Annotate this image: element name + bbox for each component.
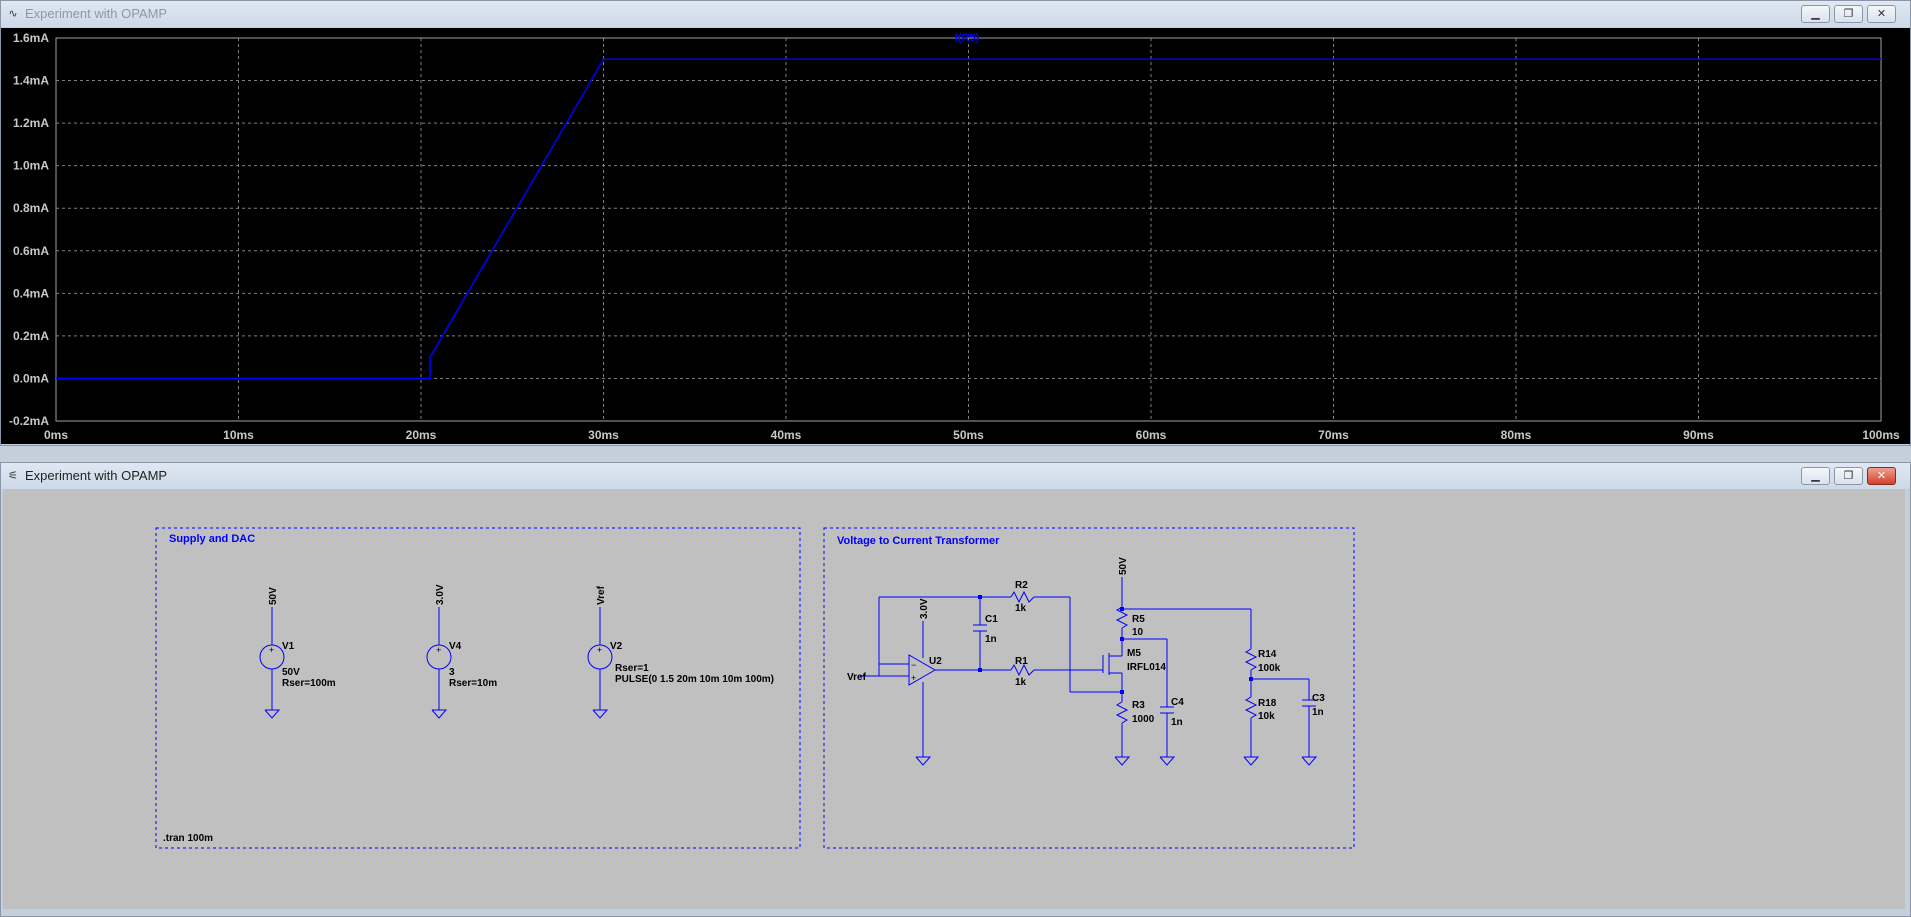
- tran-directive[interactable]: .tran 100m: [163, 833, 213, 844]
- svg-text:+: +: [597, 645, 602, 655]
- y-tick-label: 0.4mA: [13, 286, 49, 300]
- trace-i-r5: [56, 58, 1881, 380]
- svg-text:+: +: [269, 645, 274, 655]
- x-tick-label: 80ms: [1501, 428, 1532, 442]
- v4-param[interactable]: Rser=10m: [449, 678, 497, 689]
- x-tick-label: 90ms: [1683, 428, 1714, 442]
- minimize-icon: ▁: [1811, 469, 1820, 482]
- schematic-window-titlebar[interactable]: ⚟ Experiment with OPAMP ▁ ❐ ✕: [1, 463, 1910, 489]
- c1-value[interactable]: 1n: [985, 634, 997, 645]
- schematic-drawing: Supply and DAC .tran 100m Voltage to Cur…: [155, 527, 1355, 849]
- x-tick-label: 40ms: [771, 428, 802, 442]
- plot-window-titlebar[interactable]: ∿ Experiment with OPAMP ▁ ❐ ✕: [1, 1, 1910, 27]
- v4-net-label[interactable]: 3.0V: [435, 584, 446, 605]
- r5-name[interactable]: R5: [1132, 614, 1145, 625]
- m5-value[interactable]: IRFL014: [1127, 662, 1166, 673]
- r1-value[interactable]: 1k: [1015, 677, 1027, 688]
- v1-value[interactable]: 50V: [282, 667, 300, 678]
- r2-value[interactable]: 1k: [1015, 603, 1027, 614]
- x-tick-label: 100ms: [1862, 428, 1900, 442]
- c4-value[interactable]: 1n: [1171, 717, 1183, 728]
- m5-name[interactable]: M5: [1127, 648, 1141, 659]
- y-tick-label: 0.2mA: [13, 329, 49, 343]
- v1-net-label[interactable]: 50V: [268, 587, 279, 605]
- svg-text:−: −: [911, 660, 916, 670]
- r14-value[interactable]: 100k: [1258, 663, 1281, 674]
- waveform-icon: ∿: [8, 7, 18, 20]
- x-tick-label: 10ms: [223, 428, 254, 442]
- y-tick-label: 0.8mA: [13, 201, 49, 215]
- minimize-button[interactable]: ▁: [1801, 467, 1830, 485]
- r3-value[interactable]: 1000: [1132, 714, 1155, 725]
- r18-name[interactable]: R18: [1258, 698, 1277, 709]
- v1-name[interactable]: V1: [282, 641, 295, 652]
- v2-value[interactable]: Rser=1: [615, 663, 649, 674]
- waveform-plot[interactable]: 0ms 10ms 20ms 30ms 40ms 50ms 60ms 70ms 80ms 90ms 1…: [1, 28, 1910, 444]
- maximize-icon: ❐: [1843, 7, 1854, 20]
- close-icon: ✕: [1876, 7, 1887, 20]
- svg-text:+: +: [436, 645, 441, 655]
- y-tick-label: -0.2mA: [9, 414, 49, 428]
- svg-text:+: +: [911, 673, 916, 683]
- c3-name[interactable]: C3: [1312, 693, 1325, 704]
- minimize-icon: ▁: [1811, 7, 1820, 20]
- v4-value[interactable]: 3: [449, 667, 455, 678]
- schematic-canvas[interactable]: Supply and DAC .tran 100m Voltage to Cur…: [3, 489, 1905, 909]
- trace-label[interactable]: I(R5): [955, 32, 980, 44]
- x-tick-label: 60ms: [1136, 428, 1167, 442]
- x-tick-label: 70ms: [1318, 428, 1349, 442]
- close-button[interactable]: ✕: [1867, 467, 1896, 485]
- plot-window-title: Experiment with OPAMP: [25, 6, 168, 21]
- plot-window: ∿ Experiment with OPAMP ▁ ❐ ✕ 0ms 10ms 20m…: [0, 0, 1911, 446]
- y-tick-label: 1.4mA: [13, 74, 49, 88]
- r3-name[interactable]: R3: [1132, 700, 1145, 711]
- waveform-chart: 0ms 10ms 20ms 30ms 40ms 50ms 60ms 70ms 80ms 90ms 1…: [9, 31, 1900, 442]
- y-tick-label: 0.6mA: [13, 244, 49, 258]
- x-tick-label: 0ms: [44, 428, 68, 442]
- maximize-button[interactable]: ❐: [1834, 5, 1863, 23]
- v2-net-label[interactable]: Vref: [596, 585, 607, 605]
- u2-name[interactable]: U2: [929, 656, 942, 667]
- r2-name[interactable]: R2: [1015, 580, 1028, 591]
- supply-group-box[interactable]: [155, 527, 801, 849]
- maximize-button[interactable]: ❐: [1834, 467, 1863, 485]
- v2-param[interactable]: PULSE(0 1.5 20m 10m 10m 100m): [615, 674, 774, 685]
- v1-param[interactable]: Rser=100m: [282, 678, 336, 689]
- vref-label[interactable]: Vref: [847, 672, 867, 683]
- u2-supply-label[interactable]: 3.0V: [919, 598, 930, 619]
- x-tick-label: 20ms: [406, 428, 437, 442]
- y-tick-label: 1.2mA: [13, 116, 49, 130]
- v4-name[interactable]: V4: [449, 641, 462, 652]
- y-tick-label: 0.0mA: [13, 371, 49, 385]
- opamp-u2[interactable]: [908, 654, 937, 686]
- r5-value[interactable]: 10: [1132, 627, 1144, 638]
- y-tick-label: 1.6mA: [13, 31, 49, 45]
- schematic-window-title: Experiment with OPAMP: [25, 468, 168, 483]
- v2i-group-box[interactable]: [823, 527, 1355, 849]
- r1-name[interactable]: R1: [1015, 656, 1028, 667]
- r18-value[interactable]: 10k: [1258, 711, 1275, 722]
- x-tick-label: 30ms: [588, 428, 619, 442]
- v2i-group-label[interactable]: Voltage to Current Transformer: [837, 535, 1000, 547]
- maximize-icon: ❐: [1843, 469, 1854, 482]
- x-tick-label: 50ms: [953, 428, 984, 442]
- v2-name[interactable]: V2: [610, 641, 623, 652]
- c3-value[interactable]: 1n: [1312, 707, 1324, 718]
- minimize-button[interactable]: ▁: [1801, 5, 1830, 23]
- supply-group-label[interactable]: Supply and DAC: [169, 533, 255, 545]
- r5-supply-label[interactable]: 50V: [1118, 557, 1129, 575]
- c1-name[interactable]: C1: [985, 614, 998, 625]
- r14-name[interactable]: R14: [1258, 649, 1277, 660]
- c4-name[interactable]: C4: [1171, 697, 1184, 708]
- close-icon: ✕: [1876, 469, 1887, 482]
- schematic-icon: ⚟: [8, 469, 18, 482]
- close-button[interactable]: ✕: [1867, 5, 1896, 23]
- y-tick-label: 1.0mA: [13, 159, 49, 173]
